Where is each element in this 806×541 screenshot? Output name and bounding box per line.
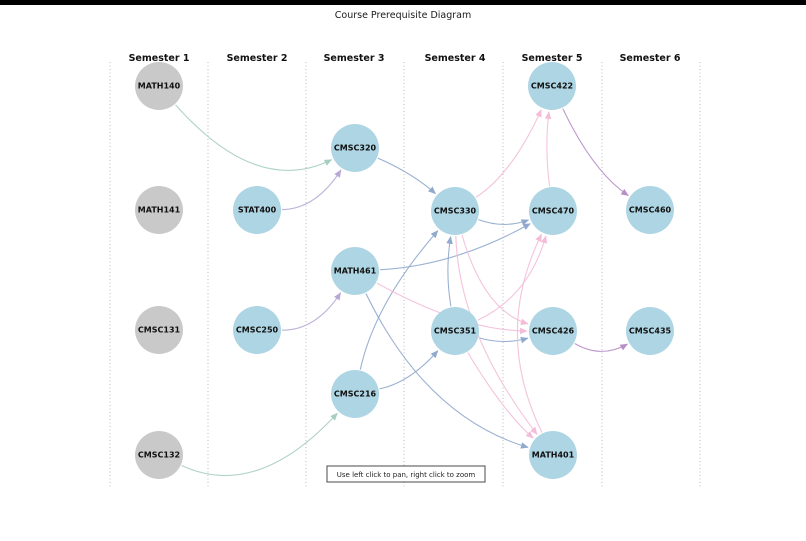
column-header-semester-4: Semester 4 <box>425 53 486 64</box>
node-circle-CMSC435[interactable] <box>626 307 674 355</box>
edge-CMSC250-MATH461 <box>281 292 342 331</box>
edge-STAT400-CMSC320 <box>281 169 342 211</box>
node-circle-STAT400[interactable] <box>233 186 281 234</box>
node-circle-CMSC426[interactable] <box>529 307 577 355</box>
prerequisite-edges <box>175 104 629 477</box>
column-guides <box>109 62 701 487</box>
node-circle-CMSC470[interactable] <box>529 187 577 235</box>
edge-CMSC320-CMSC330 <box>377 157 437 195</box>
pan-zoom-hint: Use left click to pan, right click to zo… <box>326 465 486 483</box>
node-CMSC426[interactable]: CMSC426 <box>529 307 577 355</box>
node-CMSC330[interactable]: CMSC330 <box>431 187 479 235</box>
node-CMSC422[interactable]: CMSC422 <box>528 62 576 110</box>
edge-CMSC426-CMSC435 <box>574 343 628 352</box>
node-CMSC460[interactable]: CMSC460 <box>626 186 674 234</box>
node-circle-CMSC131[interactable] <box>135 306 183 354</box>
node-CMSC470[interactable]: CMSC470 <box>529 187 577 235</box>
edge-MATH140-CMSC320 <box>175 104 333 171</box>
node-MATH461[interactable]: MATH461 <box>331 247 379 295</box>
column-header-semester-6: Semester 6 <box>620 53 681 64</box>
edge-CMSC351-CMSC426 <box>478 336 529 344</box>
column-header-semester-5: Semester 5 <box>522 53 583 64</box>
node-circle-MATH141[interactable] <box>135 186 183 234</box>
node-CMSC216[interactable]: CMSC216 <box>331 370 379 418</box>
edge-CMSC216-CMSC330 <box>359 230 439 370</box>
hint-box <box>326 465 486 483</box>
edge-MATH461-CMSC470 <box>379 223 531 271</box>
edge-CMSC351-CMSC330 <box>446 236 453 307</box>
node-CMSC250[interactable]: CMSC250 <box>233 306 281 354</box>
node-circle-MATH140[interactable] <box>135 62 183 110</box>
node-CMSC435[interactable]: CMSC435 <box>626 307 674 355</box>
node-circle-CMSC250[interactable] <box>233 306 281 354</box>
node-CMSC132[interactable]: CMSC132 <box>135 431 183 479</box>
edge-MATH461-MATH401 <box>365 293 529 449</box>
edge-CMSC330-CMSC470 <box>478 219 530 226</box>
window-top-bar <box>0 0 806 5</box>
node-circle-CMSC351[interactable] <box>431 307 479 355</box>
hint-text: Use left click to pan, right click to zo… <box>337 471 476 479</box>
node-MATH401[interactable]: MATH401 <box>529 431 577 479</box>
edge-CMSC351-MATH401 <box>467 352 534 439</box>
node-circle-MATH401[interactable] <box>529 431 577 479</box>
edge-MATH401-CMSC470 <box>516 233 543 433</box>
edge-CMSC330-CMSC422 <box>475 109 542 198</box>
column-header-semester-3: Semester 3 <box>324 53 385 64</box>
edge-CMSC422-CMSC460 <box>562 108 629 197</box>
edge-CMSC470-CMSC422 <box>544 111 552 187</box>
node-circle-CMSC460[interactable] <box>626 186 674 234</box>
node-circle-CMSC216[interactable] <box>331 370 379 418</box>
column-header-semester-2: Semester 2 <box>227 53 288 64</box>
node-CMSC351[interactable]: CMSC351 <box>431 307 479 355</box>
edge-CMSC330-CMSC426 <box>461 234 529 325</box>
node-circle-CMSC320[interactable] <box>331 124 379 172</box>
node-circle-MATH461[interactable] <box>331 247 379 295</box>
node-circle-CMSC422[interactable] <box>528 62 576 110</box>
column-headers: Semester 1 Semester 2 Semester 3 Semester 4… <box>129 53 681 64</box>
node-STAT400[interactable]: STAT400 <box>233 186 281 234</box>
node-CMSC320[interactable]: CMSC320 <box>331 124 379 172</box>
edge-CMSC132-CMSC216 <box>181 412 338 477</box>
node-CMSC131[interactable]: CMSC131 <box>135 306 183 354</box>
node-circle-CMSC132[interactable] <box>135 431 183 479</box>
page-title: Course Prerequisite Diagram <box>335 10 472 21</box>
node-MATH141[interactable]: MATH141 <box>135 186 183 234</box>
node-MATH140[interactable]: MATH140 <box>135 62 183 110</box>
edge-CMSC351-CMSC470 <box>477 235 548 321</box>
node-circle-CMSC330[interactable] <box>431 187 479 235</box>
edge-CMSC216-CMSC351 <box>379 350 439 390</box>
column-header-semester-1: Semester 1 <box>129 53 190 64</box>
